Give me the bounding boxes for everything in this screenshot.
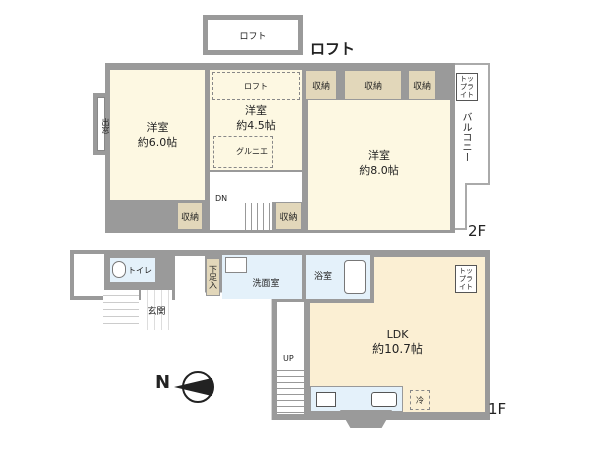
bathroom-label: 浴室 xyxy=(314,272,333,282)
toilet: トイレ xyxy=(110,258,155,282)
bay-window-glass xyxy=(97,97,105,151)
porch xyxy=(74,254,104,296)
toilet-icon xyxy=(112,261,126,278)
room-western-6: 洋室 約6.0帖 xyxy=(110,70,205,200)
entrance-tiles xyxy=(103,290,139,330)
grenier: グルニエ xyxy=(213,136,273,168)
stove-icon xyxy=(316,392,336,407)
loft-area: ロフト xyxy=(212,72,300,100)
bathroom: 浴室 xyxy=(306,255,370,299)
storage: 収納 xyxy=(305,70,337,100)
washroom-label: 洗面室 xyxy=(252,279,280,289)
stairs-1f[interactable] xyxy=(277,365,304,413)
entrance: 玄関 xyxy=(141,290,172,330)
skylight-2f: トップライト xyxy=(456,73,478,101)
ldk-name: LDK xyxy=(386,328,409,341)
bathtub-icon xyxy=(344,260,366,294)
floor2-label: 2F xyxy=(468,222,487,240)
hall-1f xyxy=(175,256,205,299)
kitchen-sink-icon xyxy=(371,392,397,407)
storage: 収納 xyxy=(408,70,436,100)
fridge: 冷 xyxy=(410,390,430,410)
stairs-2f[interactable] xyxy=(240,203,272,230)
compass-north-label: N xyxy=(155,372,171,393)
balcony-label: バルコニー xyxy=(460,112,471,162)
skylight-1f: トップライト xyxy=(455,265,477,293)
storage: 収納 xyxy=(177,202,203,230)
kitchen-counter xyxy=(310,386,403,412)
stairs-up-label: UP xyxy=(283,354,294,363)
room-size: 約4.5帖 xyxy=(236,119,276,132)
hall-2f xyxy=(210,172,302,202)
stairs-down-label: DN xyxy=(215,194,228,203)
washroom: 洗面室 xyxy=(222,255,302,299)
floor1-label: 1F xyxy=(488,400,507,418)
room-western-8: 洋室 約8.0帖 xyxy=(308,100,450,230)
ldk-size: 約10.7帖 xyxy=(372,342,423,356)
shoe-storage: 下足入 xyxy=(206,258,220,296)
bay-window-1f xyxy=(340,410,392,428)
storage: 収納 xyxy=(344,70,402,100)
loft-title: ロフト xyxy=(310,40,356,58)
sink-icon xyxy=(225,257,247,273)
room-name: 洋室 xyxy=(245,104,267,117)
toilet-label: トイレ xyxy=(128,266,152,275)
compass-icon xyxy=(174,371,214,403)
bay-window-label: 出窓 xyxy=(101,118,110,134)
room-size: 約8.0帖 xyxy=(359,164,399,177)
room-western-4-5: ロフト 洋室 約4.5帖 xyxy=(210,70,302,170)
storage: 収納 xyxy=(275,202,302,230)
balcony-step xyxy=(455,183,467,230)
room-name: 洋室 xyxy=(146,121,169,134)
loft-box-label: ロフト xyxy=(208,20,298,50)
room-name: 洋室 xyxy=(368,149,390,162)
room-size: 約6.0帖 xyxy=(137,136,178,149)
